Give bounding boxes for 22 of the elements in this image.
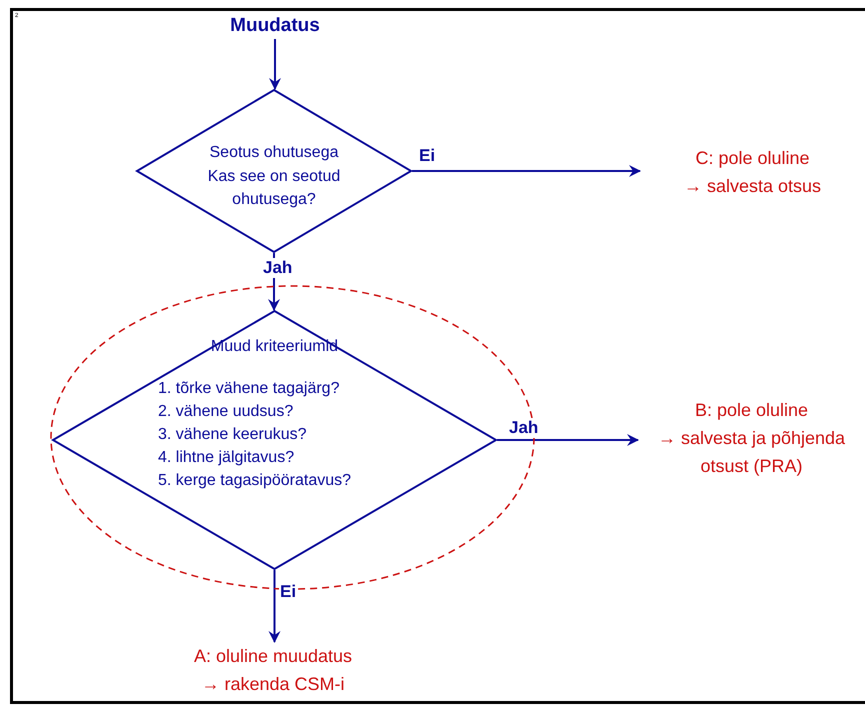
outcome-line: → salvesta otsus <box>684 175 822 198</box>
decision-diamond <box>52 310 497 570</box>
decision-diamond <box>136 89 412 253</box>
arrow <box>268 570 280 643</box>
question-text: Kas see on seotud ohutusega? <box>206 167 342 210</box>
criterion-text: 4. lihtne jälgitavus? <box>158 448 296 468</box>
outcome-line: C: pole oluline <box>695 147 810 170</box>
start-label: Muudatus <box>230 15 320 37</box>
decision-title: Seotus ohutusega <box>210 143 338 163</box>
criterion-text: 2. vähene uudsus? <box>158 402 294 422</box>
criterion-text: 5. kerge tagasipööratavus? <box>158 471 352 491</box>
outcome-line: B: pole oluline <box>694 399 808 422</box>
criterion-text: 1. tõrke vähene tagajärg? <box>158 379 340 399</box>
outcome-line: → salvesta ja põhjenda otsust (PRA) <box>656 427 846 478</box>
criterion-text: 3. vähene keerukus? <box>158 425 308 445</box>
arrow <box>269 39 281 90</box>
edge-label: Jah <box>508 418 540 438</box>
arrow <box>412 165 641 177</box>
outcome-line: A: oluline muudatus <box>194 645 352 668</box>
arrow <box>497 434 639 446</box>
outcome-line: → rakenda CSM-i <box>201 673 345 696</box>
edge-label: Jah <box>262 258 294 278</box>
